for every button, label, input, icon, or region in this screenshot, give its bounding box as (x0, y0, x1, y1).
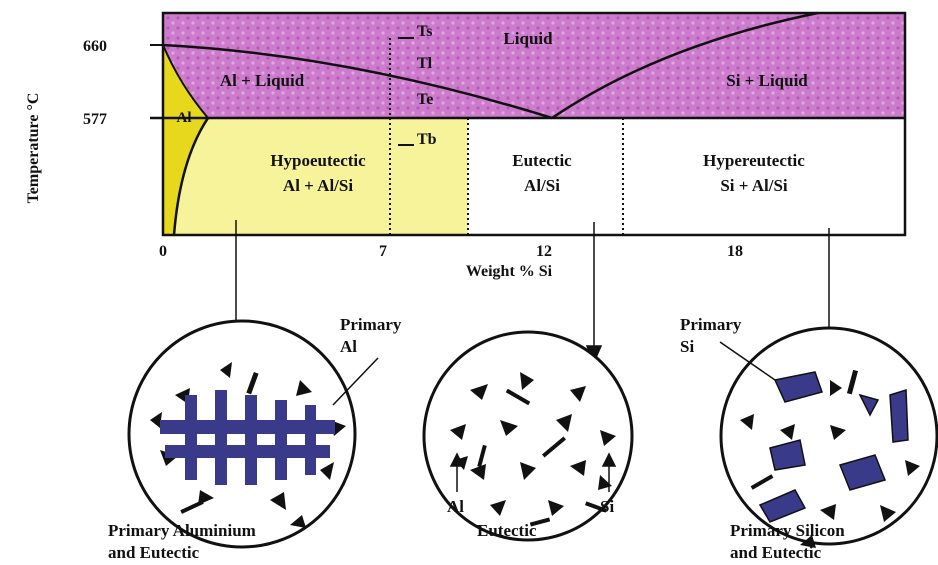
y-axis-label: Temperature °C (25, 93, 42, 204)
primary-al-label-2: Al (340, 337, 357, 356)
primary-al-label: Primary (340, 315, 402, 334)
eutectic-sublabel: Al/Si (524, 176, 560, 195)
xtick-7: 7 (379, 243, 387, 260)
hypoeutectic-label: Hypoeutectic (270, 151, 366, 170)
caption-right-line2: and Eutectic (730, 542, 821, 564)
eutectic-label: Eutectic (512, 151, 572, 170)
xtick-0: 0 (159, 243, 167, 260)
tb-label: Tb (417, 131, 437, 148)
si-phase-marker: Si (600, 497, 614, 516)
caption-mid: Eutectic (477, 520, 536, 542)
hypereutectic-label: Hypereutectic (703, 151, 805, 170)
te-label: Te (417, 91, 433, 108)
ts-label: Ts (417, 23, 432, 40)
al-liquid-label: Al + Liquid (220, 71, 305, 90)
hypoeutectic-sublabel: Al + Al/Si (283, 176, 353, 195)
primary-si-label-2: Si (680, 337, 694, 356)
ytick-577: 577 (83, 111, 107, 128)
tl-label: Tl (417, 55, 433, 72)
micrograph-hypereutectic (721, 328, 937, 548)
x-axis-label: Weight % Si (466, 263, 553, 280)
caption-right-line1: Primary Silicon (730, 520, 845, 542)
hypereutectic-sublabel: Si + Al/Si (720, 176, 788, 195)
micrograph-hypoeutectic (129, 321, 355, 547)
ytick-660: 660 (83, 38, 107, 55)
liquid-label: Liquid (503, 29, 553, 48)
caption-left-line2: and Eutectic (108, 542, 199, 564)
si-liquid-label: Si + Liquid (726, 71, 808, 90)
al-phase-marker: Al (447, 497, 464, 516)
primary-si-label: Primary (680, 315, 742, 334)
xtick-12: 12 (536, 243, 552, 260)
xtick-18: 18 (727, 243, 743, 260)
al-label: Al (177, 110, 192, 126)
caption-left-line1: Primary Aluminium (108, 520, 256, 542)
